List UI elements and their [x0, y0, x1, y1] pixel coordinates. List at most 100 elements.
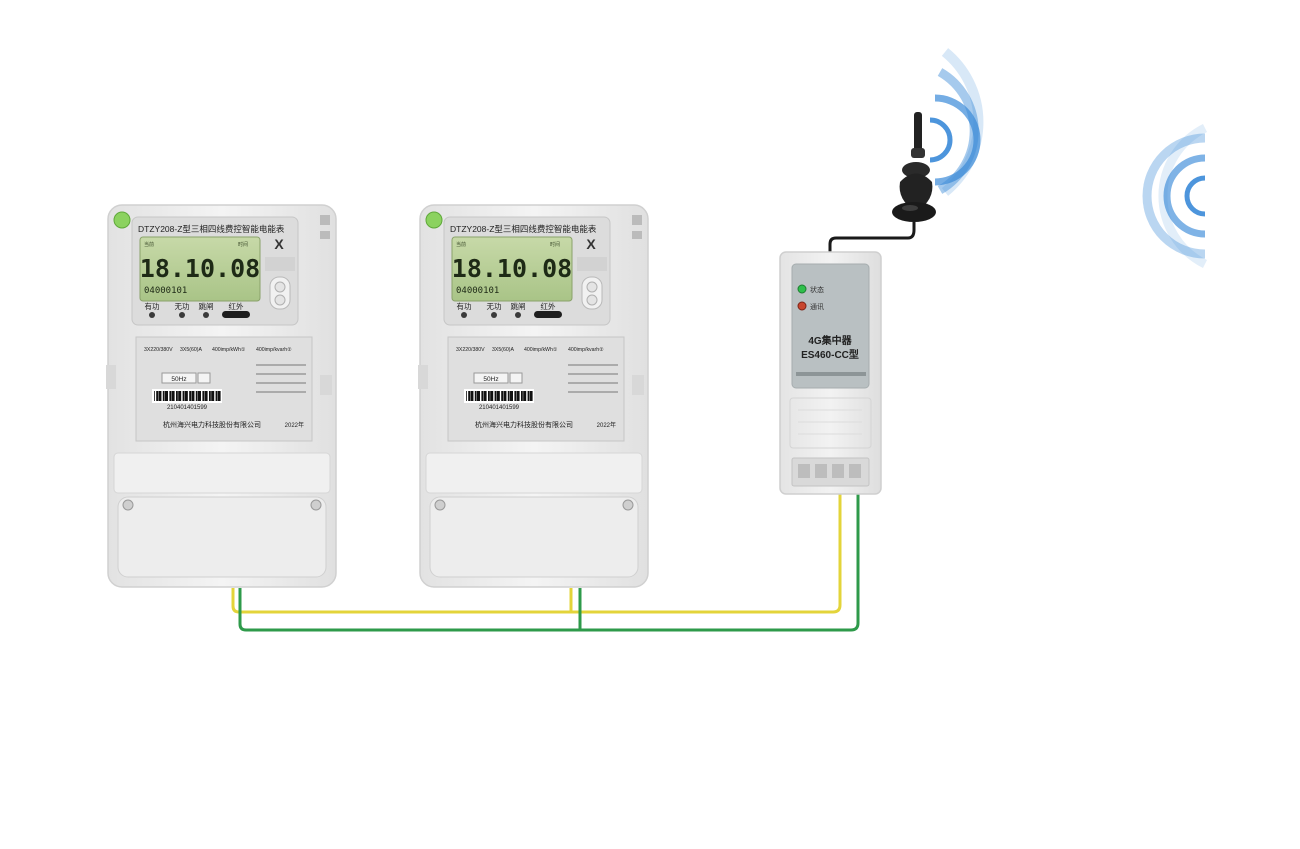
seal-icon [632, 231, 642, 239]
indicator-label: 红外 [229, 301, 244, 311]
signal-icon-emit [929, 48, 984, 196]
comm-label: 通讯 [810, 302, 824, 311]
barcode-bar [477, 391, 480, 401]
infrared-port [222, 311, 250, 318]
lcd-code: 04000101 [456, 286, 499, 296]
button-bottom [586, 294, 598, 306]
barcode-bar [176, 391, 178, 401]
side-tab [632, 375, 644, 395]
indicator-led [179, 312, 185, 318]
spec-label: 400imp/kWh① [212, 347, 246, 353]
spec-label: 400imp/kvarh② [568, 347, 604, 353]
button-bottom [274, 294, 286, 306]
barcode-bar [505, 391, 507, 401]
meter-title: DTZY208-Z型三相四线费控智能电能表 [138, 224, 285, 234]
indicator-led [203, 312, 209, 318]
barcode-bar [503, 391, 507, 401]
pulse-led [425, 211, 443, 229]
barcode-bar [470, 391, 474, 401]
barcode-bar [184, 391, 188, 401]
green-wire [238, 490, 860, 632]
infrared-port [534, 311, 562, 318]
spec-label: 3X5(60)A [180, 347, 202, 353]
cert-info [265, 257, 295, 271]
bus-wires [231, 222, 916, 632]
upper-cover [425, 452, 643, 494]
spec-label: 400imp/kvarh② [256, 347, 292, 353]
concentrator-4g: 状态 通讯 4G集中器 ES460-CC型 [779, 251, 882, 495]
barcode-bar [160, 391, 162, 401]
barcode-bar [518, 391, 520, 401]
brand-logo: X [586, 236, 596, 252]
barcode-bar [198, 391, 201, 401]
indicator-label: 无功 [175, 301, 190, 311]
barcode-bar [209, 391, 211, 401]
indicator-led [461, 312, 467, 318]
lcd-screen [139, 236, 261, 302]
barcode-bar [171, 391, 175, 401]
lcd-value: 18.10.08 [452, 254, 572, 283]
indicator-label: 跳闸 [511, 301, 526, 311]
barcode-bar [490, 391, 493, 401]
barcode-bar [217, 391, 221, 401]
barcode-bar [213, 391, 215, 401]
barcode-bar [512, 391, 513, 401]
barcode-bar [527, 391, 530, 401]
barcode-bar [211, 391, 214, 401]
barcode-bar [180, 391, 182, 401]
barcode-bar [200, 391, 201, 401]
concentrator-grille [789, 397, 872, 449]
spec-label: 3X5(60)A [492, 347, 514, 353]
barcode-bar [501, 391, 503, 401]
barcode-number: 210401401599 [167, 405, 208, 411]
lcd-label-time: 时间 [238, 241, 248, 248]
screw-icon [310, 499, 322, 511]
barcode-bar [191, 391, 195, 401]
side-tab [418, 365, 428, 389]
barcode-bar [492, 391, 494, 401]
barcode-bar [202, 391, 205, 401]
nameplate [135, 336, 313, 442]
barcode-bar [189, 391, 191, 401]
freq-box [473, 372, 509, 384]
barcode-bar [158, 391, 162, 401]
lcd-label-current: 当前 [144, 241, 154, 248]
barcode-bar [472, 391, 474, 401]
energy-meter: DTZY208-Z型三相四线费控智能电能表当前时间18.10.080400010… [418, 204, 649, 588]
barcode-bar [468, 391, 470, 401]
barcode-bar [474, 391, 477, 401]
antenna-cable [828, 222, 916, 258]
lcd-value: 18.10.08 [140, 254, 260, 283]
barcode-number: 210401401599 [479, 405, 520, 411]
cert-info [577, 257, 607, 271]
indicator-label: 红外 [541, 301, 556, 311]
barcode-bar [206, 391, 208, 401]
antenna-icon [892, 112, 936, 222]
spec-label: 400imp/kWh① [524, 347, 558, 353]
barcode-bar [525, 391, 527, 401]
freq-box [161, 372, 197, 384]
barcode-bar [169, 391, 172, 401]
screw-icon [122, 499, 134, 511]
barcode-bar [193, 391, 195, 401]
concentrator-name: 4G集中器 [808, 334, 852, 347]
indicator-label: 无功 [487, 301, 502, 311]
seal-icon [320, 215, 330, 225]
status-led [797, 284, 807, 294]
freq-label: 50Hz [171, 376, 186, 383]
brand-logo: X [274, 236, 284, 252]
barcode-bar [510, 391, 513, 401]
barcode-bar [167, 391, 168, 401]
barcode-bar [496, 391, 500, 401]
side-tab [106, 365, 116, 389]
barcode-bar [514, 391, 517, 401]
terminal-cover [429, 496, 639, 578]
indicator-label: 有功 [457, 301, 472, 311]
barcode [464, 389, 534, 403]
meter-title: DTZY208-Z型三相四线费控智能电能表 [450, 224, 597, 234]
barcode-bar [485, 391, 487, 401]
lcd-code: 04000101 [144, 286, 187, 296]
indicator-led [515, 312, 521, 318]
year-label: 2022年 [597, 421, 616, 429]
